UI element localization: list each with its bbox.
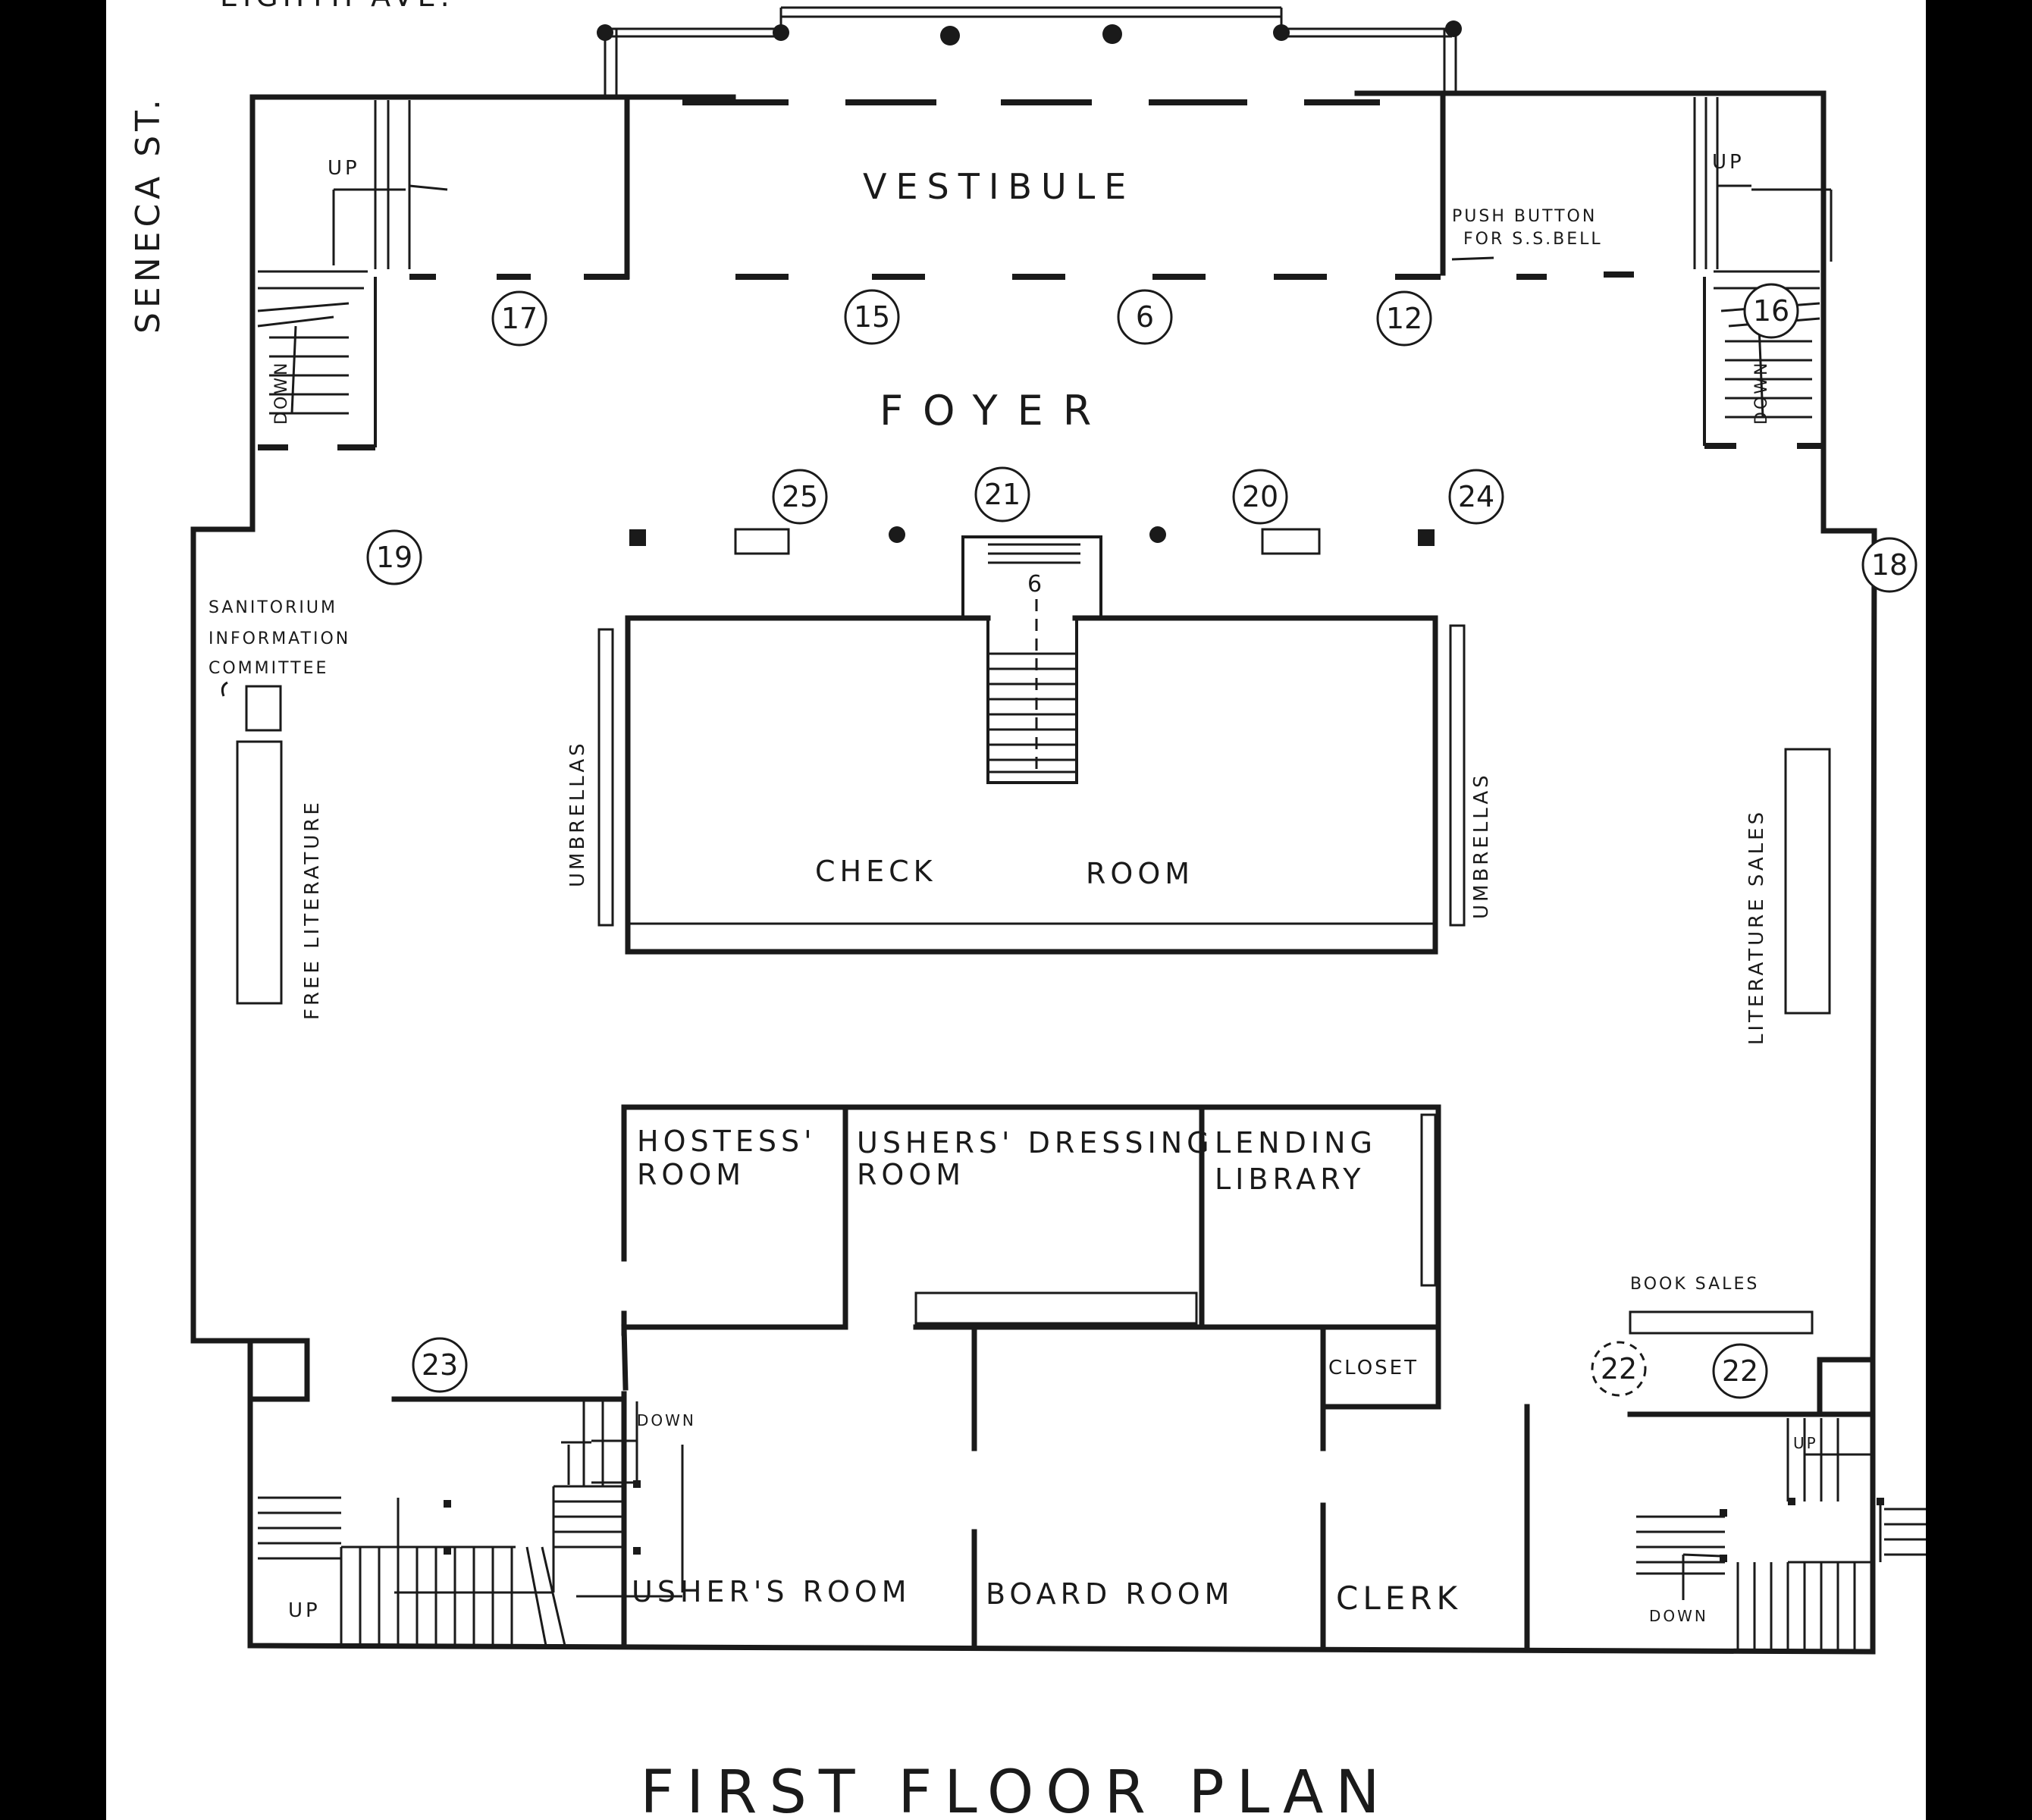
numbered-markers: 17 15 6 12 16 25 21 20 24 19 18 23 22 22: [366, 283, 1918, 1399]
stair-bottom-left-down-label: DOWN: [637, 1411, 696, 1429]
marker-6: 6: [1136, 300, 1154, 334]
interior-rooms: HOSTESS' ROOM USHERS' DRESSING ROOM LEND…: [247, 1104, 1876, 1649]
lending-library-label-1: LENDING: [1215, 1126, 1377, 1159]
stair-bottom-right-down-label: DOWN: [1649, 1607, 1708, 1625]
vestibule-label: VESTIBULE: [863, 166, 1135, 207]
marker-19: 19: [376, 541, 412, 574]
marker-20: 20: [1242, 480, 1278, 513]
stair-top-right-up-label: UP: [1712, 151, 1745, 174]
push-button-label-1: PUSH BUTTON: [1452, 207, 1597, 226]
marker-21: 21: [984, 478, 1021, 511]
marker-24: 24: [1458, 480, 1494, 513]
left-side-fixtures: SANITORIUM INFORMATION COMMITTEE FREE LI…: [209, 598, 350, 1020]
board-room-label: BOARD ROOM: [986, 1577, 1234, 1611]
marker-25: 25: [782, 480, 818, 513]
marker-12: 12: [1386, 302, 1422, 335]
push-button-label-2: FOR S.S.BELL: [1463, 230, 1603, 249]
marker-16: 16: [1753, 294, 1789, 328]
closet-label: CLOSET: [1328, 1357, 1419, 1379]
ushers-dressing-room-label-2: ROOM: [857, 1158, 965, 1191]
outer-walls: [190, 90, 1877, 1655]
umbrellas-left-label: UMBRELLAS: [566, 740, 589, 887]
stair-top-left-up-label: UP: [328, 157, 360, 180]
stair-bottom-right-up-label: UP: [1793, 1434, 1818, 1452]
foyer-fixtures: [629, 526, 1435, 555]
lending-library-label-2: LIBRARY: [1215, 1163, 1366, 1196]
sanitorium-label-1: SANITORIUM: [209, 598, 337, 617]
umbrellas-right-label: UMBRELLAS: [1470, 772, 1493, 919]
marker-22-dashed: 22: [1601, 1352, 1637, 1385]
ushers-room-label: USHER'S ROOM: [632, 1575, 911, 1608]
book-sales-label: BOOK SALES: [1630, 1275, 1759, 1294]
hostess-room-label-1: HOSTESS': [637, 1125, 817, 1158]
plan-title: FIRST FLOOR PLAN: [640, 1759, 1391, 1820]
sanitorium-label-3: COMMITTEE: [209, 659, 328, 678]
stair-top-right-down-label: DOWN: [1752, 361, 1771, 425]
ushers-dressing-room-label-1: USHERS' DRESSING: [857, 1126, 1214, 1159]
check-room-label-2: ROOM: [1086, 857, 1194, 890]
literature-sales-label: LITERATURE SALES: [1745, 809, 1768, 1045]
stair-number-label: 6: [1027, 571, 1042, 598]
street-label-left: SENECA ST.: [129, 95, 168, 334]
portico: [597, 6, 1462, 95]
foyer-label: FOYER: [880, 387, 1111, 435]
marker-17: 17: [501, 302, 538, 335]
marker-18: 18: [1871, 548, 1908, 582]
stair-bottom-left: DOWN UP: [258, 1401, 696, 1646]
floor-plan-drawing: EIGHTH AVE. SENECA ST.: [129, 0, 1926, 1820]
stair-bottom-right: UP DOWN: [1636, 1418, 1926, 1652]
check-room: 6 CHECK ROOM UMBRELLAS UMBRELLAS: [566, 535, 1493, 955]
marker-23: 23: [422, 1348, 458, 1382]
stair-top-right: UP DOWN: [1693, 97, 1833, 449]
marker-15: 15: [854, 300, 890, 334]
hostess-room-label-2: ROOM: [637, 1158, 745, 1191]
marker-22: 22: [1722, 1354, 1758, 1388]
stair-top-left-down-label: DOWN: [272, 361, 291, 425]
sanitorium-label-2: INFORMATION: [209, 629, 350, 648]
clerk-label: CLERK: [1336, 1580, 1462, 1617]
check-room-label-1: CHECK: [815, 855, 937, 888]
free-literature-label: FREE LITERATURE: [301, 799, 324, 1020]
right-side-fixtures: LITERATURE SALES BOOK SALES: [1629, 748, 1831, 1335]
stair-bottom-left-up-label: UP: [288, 1599, 321, 1622]
stair-top-left: UP DOWN: [257, 100, 448, 450]
plan-sheet: EIGHTH AVE. SENECA ST.: [106, 0, 1926, 1820]
street-label-top: EIGHTH AVE.: [220, 0, 454, 13]
